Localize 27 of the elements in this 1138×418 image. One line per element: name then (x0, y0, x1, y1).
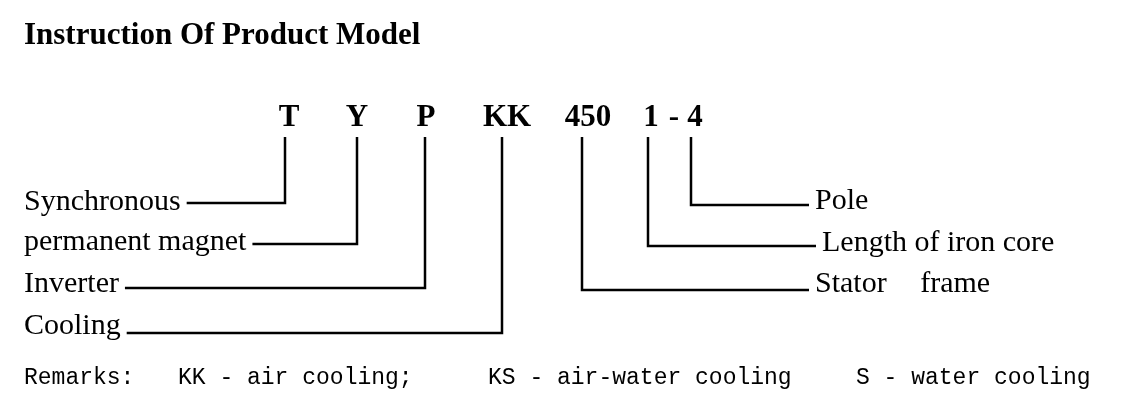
description-text: Synchronous (24, 183, 181, 217)
description-text: Length of iron core (822, 224, 1055, 258)
code-letter: 4 (687, 98, 703, 134)
code-letter: 1 (643, 98, 659, 134)
description-text: Inverter (24, 265, 119, 299)
code-letter: T (278, 98, 300, 134)
leader-line (646, 137, 816, 248)
remark-text: S - water cooling (856, 365, 1091, 391)
code-letter: 450 (564, 98, 612, 134)
description-text: Stator frame (815, 265, 991, 299)
description-text: Cooling (24, 307, 121, 341)
leader-line (580, 137, 809, 292)
remark-text: KS - air-water cooling (488, 365, 792, 391)
separator-dash: - (668, 98, 680, 134)
leader-line (124, 137, 427, 290)
code-letter: KK (482, 98, 532, 134)
leader-line (252, 137, 359, 246)
description-text: permanent magnet (24, 223, 247, 257)
code-letter: P (416, 98, 436, 134)
remark-text: KK - air cooling; (178, 365, 413, 391)
remarks-heading: Remarks: (24, 365, 135, 391)
code-letter: Y (345, 98, 369, 134)
leader-line (689, 137, 809, 207)
diagram-title: Instruction Of Product Model (24, 16, 421, 52)
leader-line (186, 137, 287, 205)
description-text: Pole (815, 182, 869, 216)
leader-line (126, 137, 504, 335)
